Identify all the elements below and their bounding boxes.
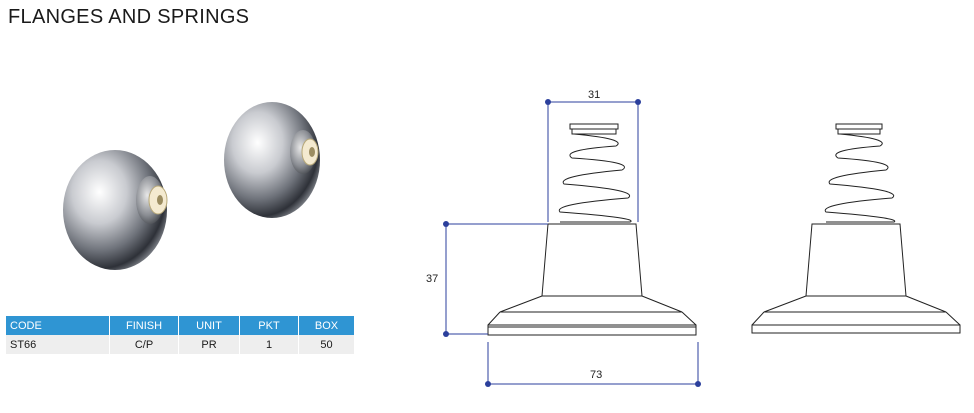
cell-finish: C/P (109, 335, 179, 354)
flange-left (63, 150, 167, 270)
flange-with-spring-drawing (487, 123, 697, 336)
header-box: BOX (298, 316, 355, 335)
product-spec-table: CODE FINISH UNIT PKT BOX ST66 C/P PR 1 5… (6, 316, 355, 354)
flange-with-spring-drawing-plain (751, 123, 961, 334)
header-code: CODE (6, 316, 110, 335)
dim-flange-width: 73 (590, 369, 602, 381)
cell-code: ST66 (6, 335, 110, 354)
table-row: ST66 C/P PR 1 50 (6, 335, 355, 354)
header-finish: FINISH (109, 316, 179, 335)
dim-flange-height: 37 (426, 273, 438, 285)
cell-box: 50 (298, 335, 355, 354)
header-pkt: PKT (239, 316, 299, 335)
header-unit: UNIT (178, 316, 240, 335)
flange-right (224, 102, 320, 218)
table-header-row: CODE FINISH UNIT PKT BOX (6, 316, 355, 335)
dim-spring-width: 31 (588, 89, 600, 101)
dimension-markers (443, 99, 701, 387)
cell-unit: PR (178, 335, 240, 354)
dimension-lines (445, 101, 699, 385)
cell-pkt: 1 (239, 335, 299, 354)
page-title: FLANGES AND SPRINGS (8, 6, 250, 28)
